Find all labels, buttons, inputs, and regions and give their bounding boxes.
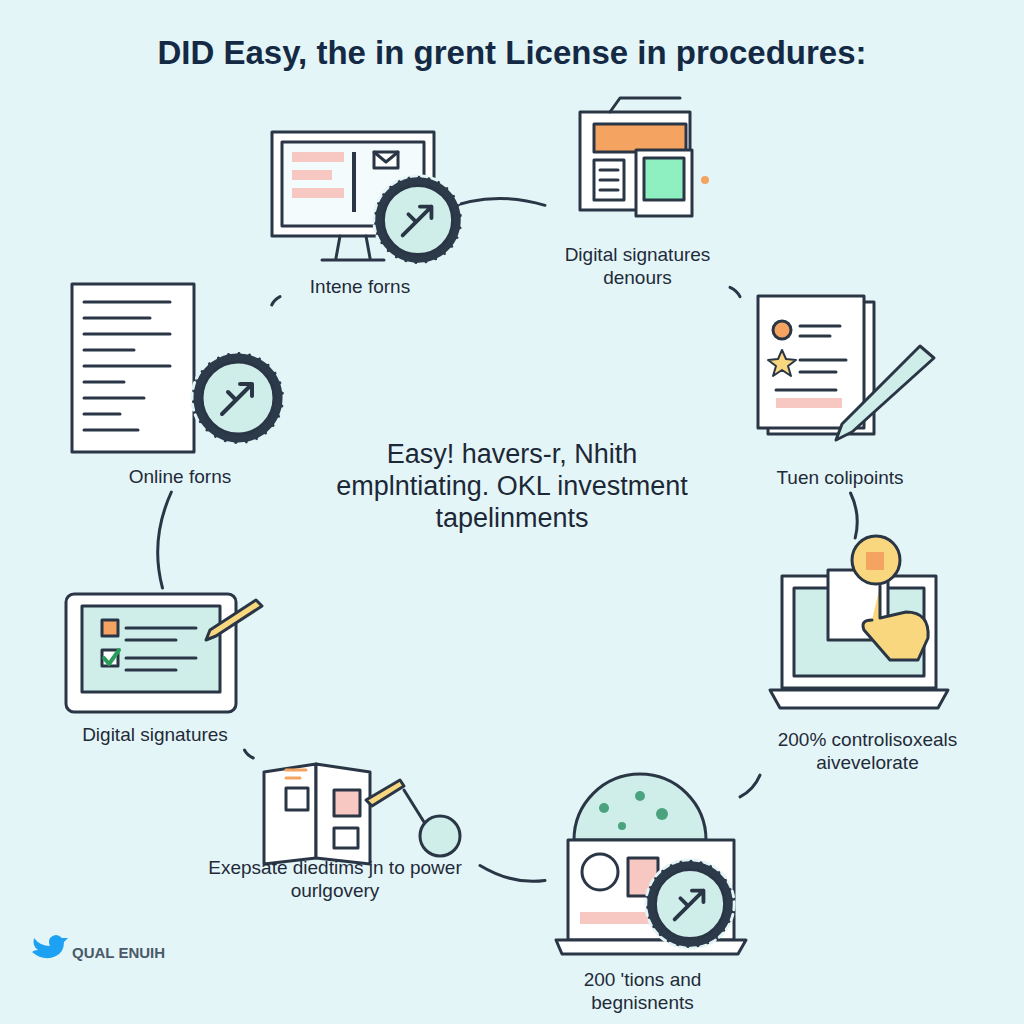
step-label: Digital signatures [45, 723, 265, 746]
tablet-icon [66, 594, 262, 712]
step-label: Online forns [70, 465, 290, 488]
step-label: Tuen colipoints [740, 466, 940, 489]
step-label: Exepsate diedtims jn to power ourlgovery [190, 856, 480, 902]
book-icon [264, 764, 460, 864]
laptop-touch-icon [770, 536, 948, 708]
cycle-connector [740, 775, 760, 797]
cycle-connector [272, 297, 280, 305]
form-icon [72, 284, 284, 452]
step-label: 200 'tions and begnisnents [545, 968, 740, 1014]
diagram-title: DID Easy, the in grent License in proced… [20, 34, 1004, 72]
bird-logo [32, 935, 68, 958]
step-node: Tuen colipoints [740, 288, 940, 493]
document-icon [758, 296, 934, 440]
cycle-connector [730, 287, 740, 296]
cycle-connector [158, 492, 172, 588]
laptop-globe-icon [556, 774, 746, 954]
step-label: Digital signatures denours [545, 243, 730, 289]
cycle-connector [244, 750, 253, 758]
step-node: Online forns [70, 305, 290, 492]
step-node: 200 'tions and begnisnents [545, 788, 740, 1018]
step-label: Intene forns [280, 275, 440, 298]
step-node: Digital signatures denours [545, 108, 730, 293]
step-node: 200% controlisoxeals aivevelorate [760, 538, 975, 778]
center-text: Easy! havers-r, Nhith emplntiating. OKL … [322, 438, 702, 534]
cycle-connector [851, 493, 858, 538]
step-node: Exepsate diedtims jn to power ourlgovery [190, 758, 480, 906]
step-node: Digital signatures [45, 588, 265, 750]
step-node: Intene forns [280, 128, 440, 302]
layout-icon [580, 98, 709, 216]
step-label: 200% controlisoxeals aivevelorate [760, 728, 975, 774]
monitor-icon [272, 132, 462, 264]
cycle-connector [480, 865, 545, 881]
logo-text: QUAL ENUIH [72, 944, 165, 961]
